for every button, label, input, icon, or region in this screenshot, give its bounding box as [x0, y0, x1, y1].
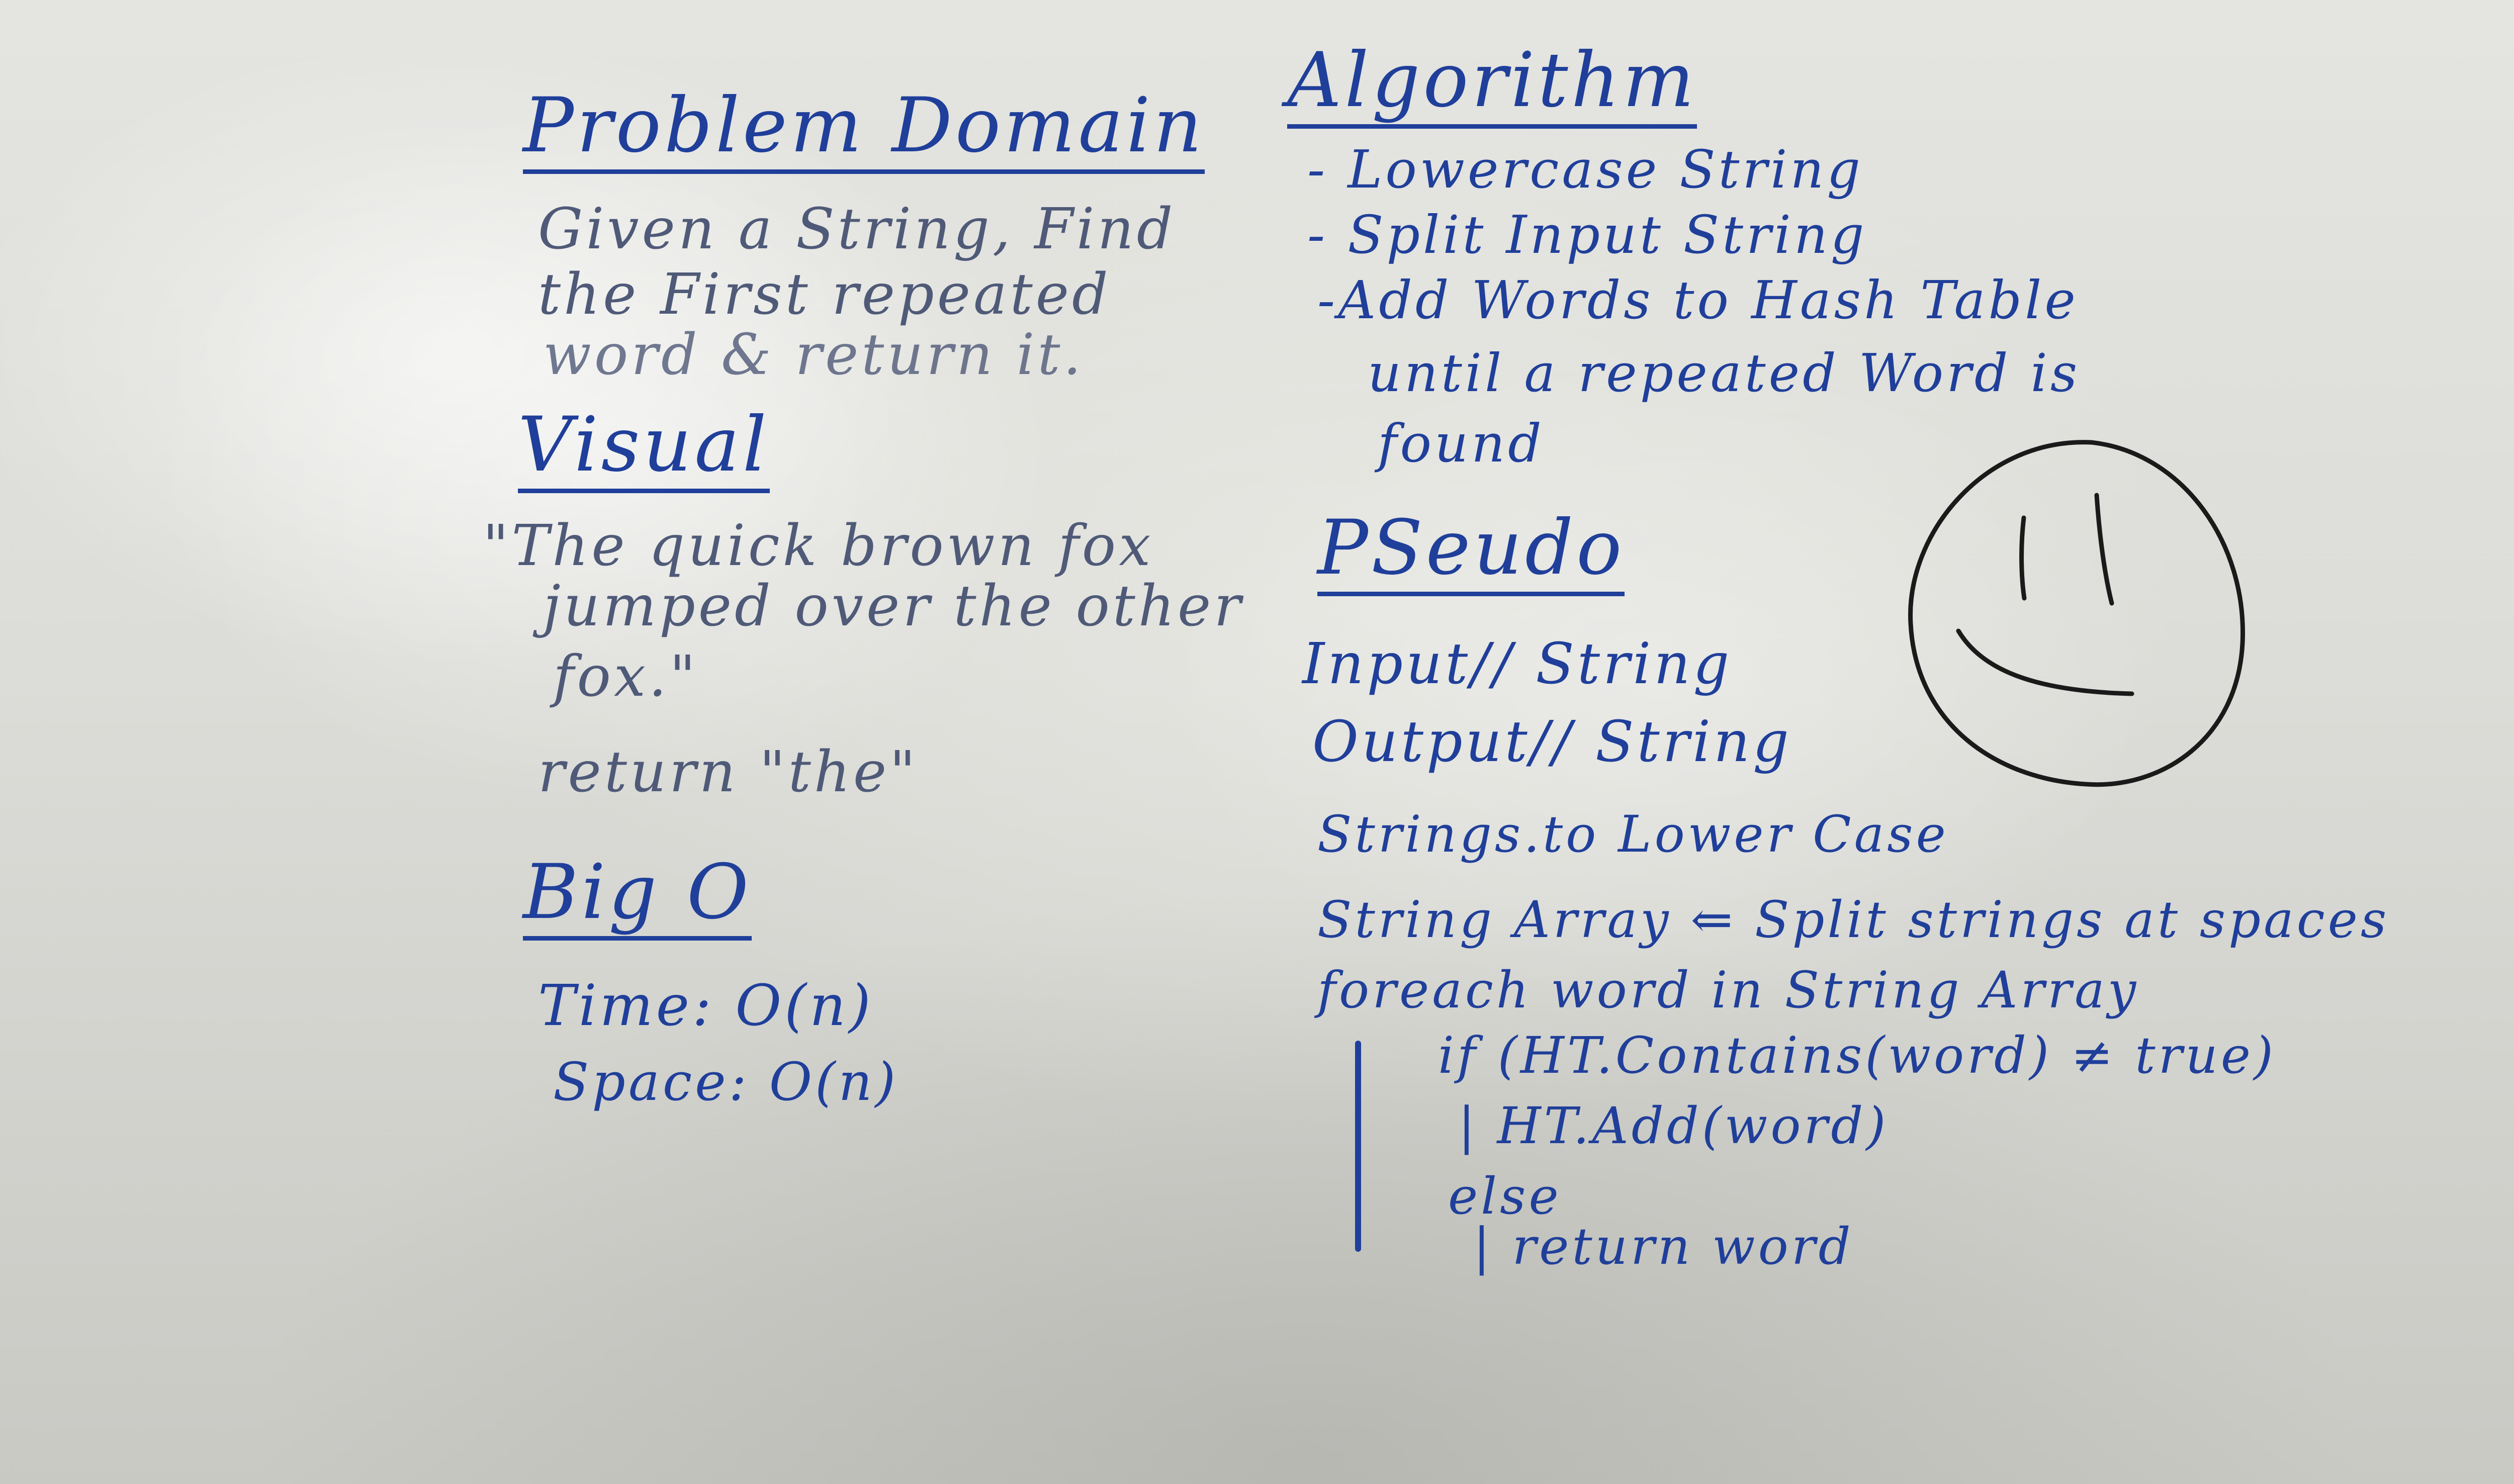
pseudo-line: String Array ⇐ Split strings at spaces — [1317, 890, 2390, 949]
glare — [151, 101, 1056, 804]
visual-heading: Visual — [518, 407, 770, 493]
glare — [1156, 352, 2162, 1005]
pseudo-heading: PSeudo — [1317, 510, 1625, 596]
visual-line: "The quick brown fox — [483, 513, 1154, 579]
algorithm-line: found — [1378, 413, 1545, 474]
pseudo-line: | HT.Add(word) — [1458, 1096, 1889, 1155]
big-o-line: Space: O(n) — [553, 1051, 899, 1112]
visual-line: jumped over the other — [543, 574, 1244, 639]
pseudo-line: Strings.to Lower Case — [1317, 805, 1949, 864]
smiley-face-drawing-icon — [1908, 440, 2246, 787]
algorithm-heading: Algorithm — [1287, 43, 1697, 129]
problem-domain-line: word & return it. — [543, 322, 1085, 388]
algorithm-line: -Add Words to Hash Table — [1317, 269, 2079, 331]
pseudo-line: foreach word in String Array — [1317, 961, 2139, 1019]
visual-line: fox." — [553, 644, 699, 709]
pseudo-line: | return word — [1473, 1217, 1854, 1276]
pseudo-line: if (HT.Contains(word) ≠ true) — [1438, 1026, 2277, 1085]
algorithm-line: until a repeated Word is — [1368, 342, 2081, 404]
big-o-line: Time: O(n) — [538, 973, 874, 1039]
pseudo-line: Input// String — [1302, 631, 1733, 697]
algorithm-line: - Lowercase String — [1307, 139, 1863, 200]
big-o-heading: Big O — [523, 855, 752, 941]
block-bar — [1355, 1041, 1361, 1252]
problem-domain-line: the First repeated — [538, 262, 1111, 327]
problem-domain-line: Given a String, Find — [538, 197, 1176, 262]
problem-domain-heading: Problem Domain — [523, 88, 1205, 174]
pseudo-line: Output// String — [1312, 709, 1792, 775]
algorithm-line: - Split Input String — [1307, 204, 1867, 265]
pseudo-line: else — [1448, 1167, 1562, 1226]
visual-line: return "the" — [538, 739, 919, 805]
